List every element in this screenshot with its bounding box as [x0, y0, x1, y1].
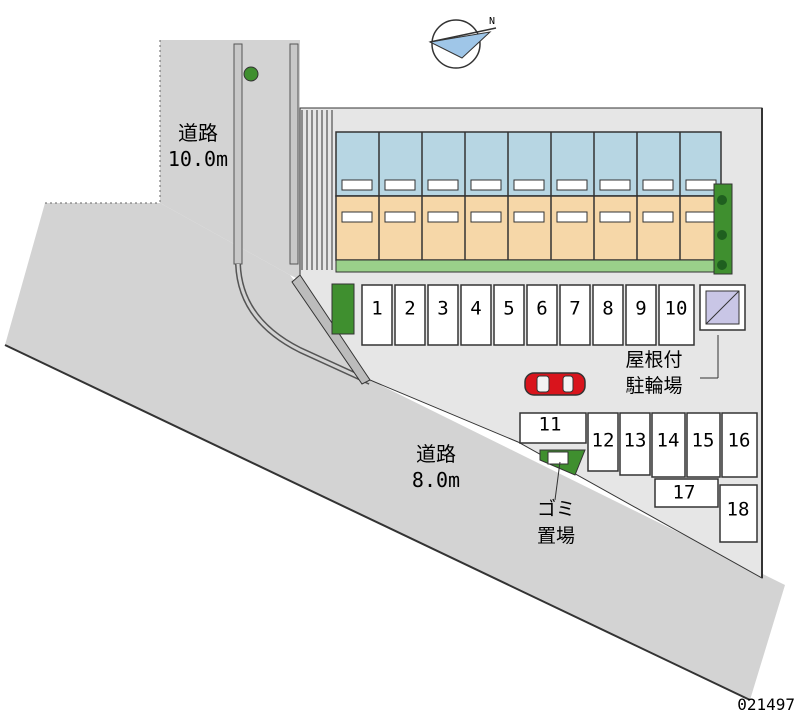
slot-number: 16: [728, 430, 751, 452]
bicycle-parking: [699, 284, 746, 331]
parking-slot: [526, 284, 558, 346]
parking-slot: [658, 284, 695, 346]
parking-slot: [427, 284, 459, 346]
parking-slot: [592, 284, 624, 346]
sidewalk: [289, 43, 299, 265]
building-lower-floor: [335, 195, 722, 261]
parking-row-upper: [361, 284, 695, 346]
garbage-label: ゴミ 置場: [537, 498, 575, 547]
parking-slot: [721, 412, 758, 478]
road-lower-width: 8.0m: [412, 468, 460, 492]
entrance-slope: [291, 274, 371, 385]
road-edge: [4, 344, 751, 701]
property-code: 021497: [737, 695, 795, 714]
slot-number: 9: [635, 298, 646, 320]
parking-slot: [619, 412, 651, 476]
hedge: [713, 183, 733, 275]
slot-number: 15: [692, 430, 715, 452]
slot-number: 13: [624, 430, 647, 452]
bicycle-parking-line2: 駐輪場: [625, 375, 682, 397]
parking-numbers-upper: 1 2 3 4 5 6 7 8 9 10: [371, 298, 687, 320]
parking-slot: [651, 412, 686, 478]
parking-slot: [361, 284, 393, 346]
tree-icon: [717, 260, 727, 270]
slot-number: 17: [673, 482, 696, 504]
compass-north-icon: N: [428, 16, 497, 69]
parking-slot: [493, 284, 525, 346]
slot-number: 5: [503, 298, 514, 320]
sidewalk: [233, 43, 243, 265]
parking-slot: [394, 284, 426, 346]
car-icon: [524, 372, 586, 396]
parking-numbers-lower: 11 12 13 14 15 16 17 18: [539, 414, 751, 521]
slot-number: 18: [727, 499, 750, 521]
slot-number: 10: [665, 298, 688, 320]
tree-icon: [717, 195, 727, 205]
parking-slot: [519, 412, 587, 444]
parking-slot: [686, 412, 721, 478]
leader-line: [554, 461, 561, 501]
parking-row-lower: [519, 412, 758, 543]
fence: [301, 110, 333, 270]
parking-slot: [559, 284, 591, 346]
slot-number: 12: [592, 430, 615, 452]
hedge: [331, 283, 355, 335]
road-upper: [160, 40, 300, 280]
garbage-line2: 置場: [537, 525, 575, 547]
slot-number: 8: [602, 298, 613, 320]
unit-dividers: [378, 132, 681, 260]
parking-slot: [654, 478, 719, 508]
slot-number: 1: [371, 298, 382, 320]
parking-slot: [460, 284, 492, 346]
parking-slot: [719, 484, 758, 543]
garbage-line1: ゴミ: [537, 498, 575, 520]
bicycle-parking-label: 屋根付 駐輪場: [625, 349, 682, 397]
road-upper-name: 道路: [178, 121, 218, 145]
svg-text:N: N: [489, 16, 495, 27]
road-lower-label: 道路 8.0m: [412, 442, 460, 492]
parking-slot: [625, 284, 657, 346]
slot-number: 7: [569, 298, 580, 320]
slot-number: 3: [437, 298, 448, 320]
road-lower: [5, 203, 785, 700]
slot-number: 11: [539, 414, 562, 436]
bicycle-parking-line1: 屋根付: [625, 349, 682, 371]
balconies: [341, 179, 717, 223]
parking-slot: [587, 412, 619, 472]
garbage-area: [539, 449, 586, 476]
slot-number: 14: [657, 430, 680, 452]
building-walkway: [335, 259, 722, 273]
road-upper-label: 道路 10.0m: [168, 121, 228, 171]
curb: [236, 263, 371, 384]
tree-icon: [243, 66, 259, 82]
tree-icon: [717, 230, 727, 240]
slot-number: 4: [470, 298, 481, 320]
road-upper-width: 10.0m: [168, 147, 228, 171]
slot-number: 6: [536, 298, 547, 320]
apartment-building: [335, 131, 722, 273]
road-lower-name: 道路: [416, 442, 456, 466]
slot-number: 2: [404, 298, 415, 320]
